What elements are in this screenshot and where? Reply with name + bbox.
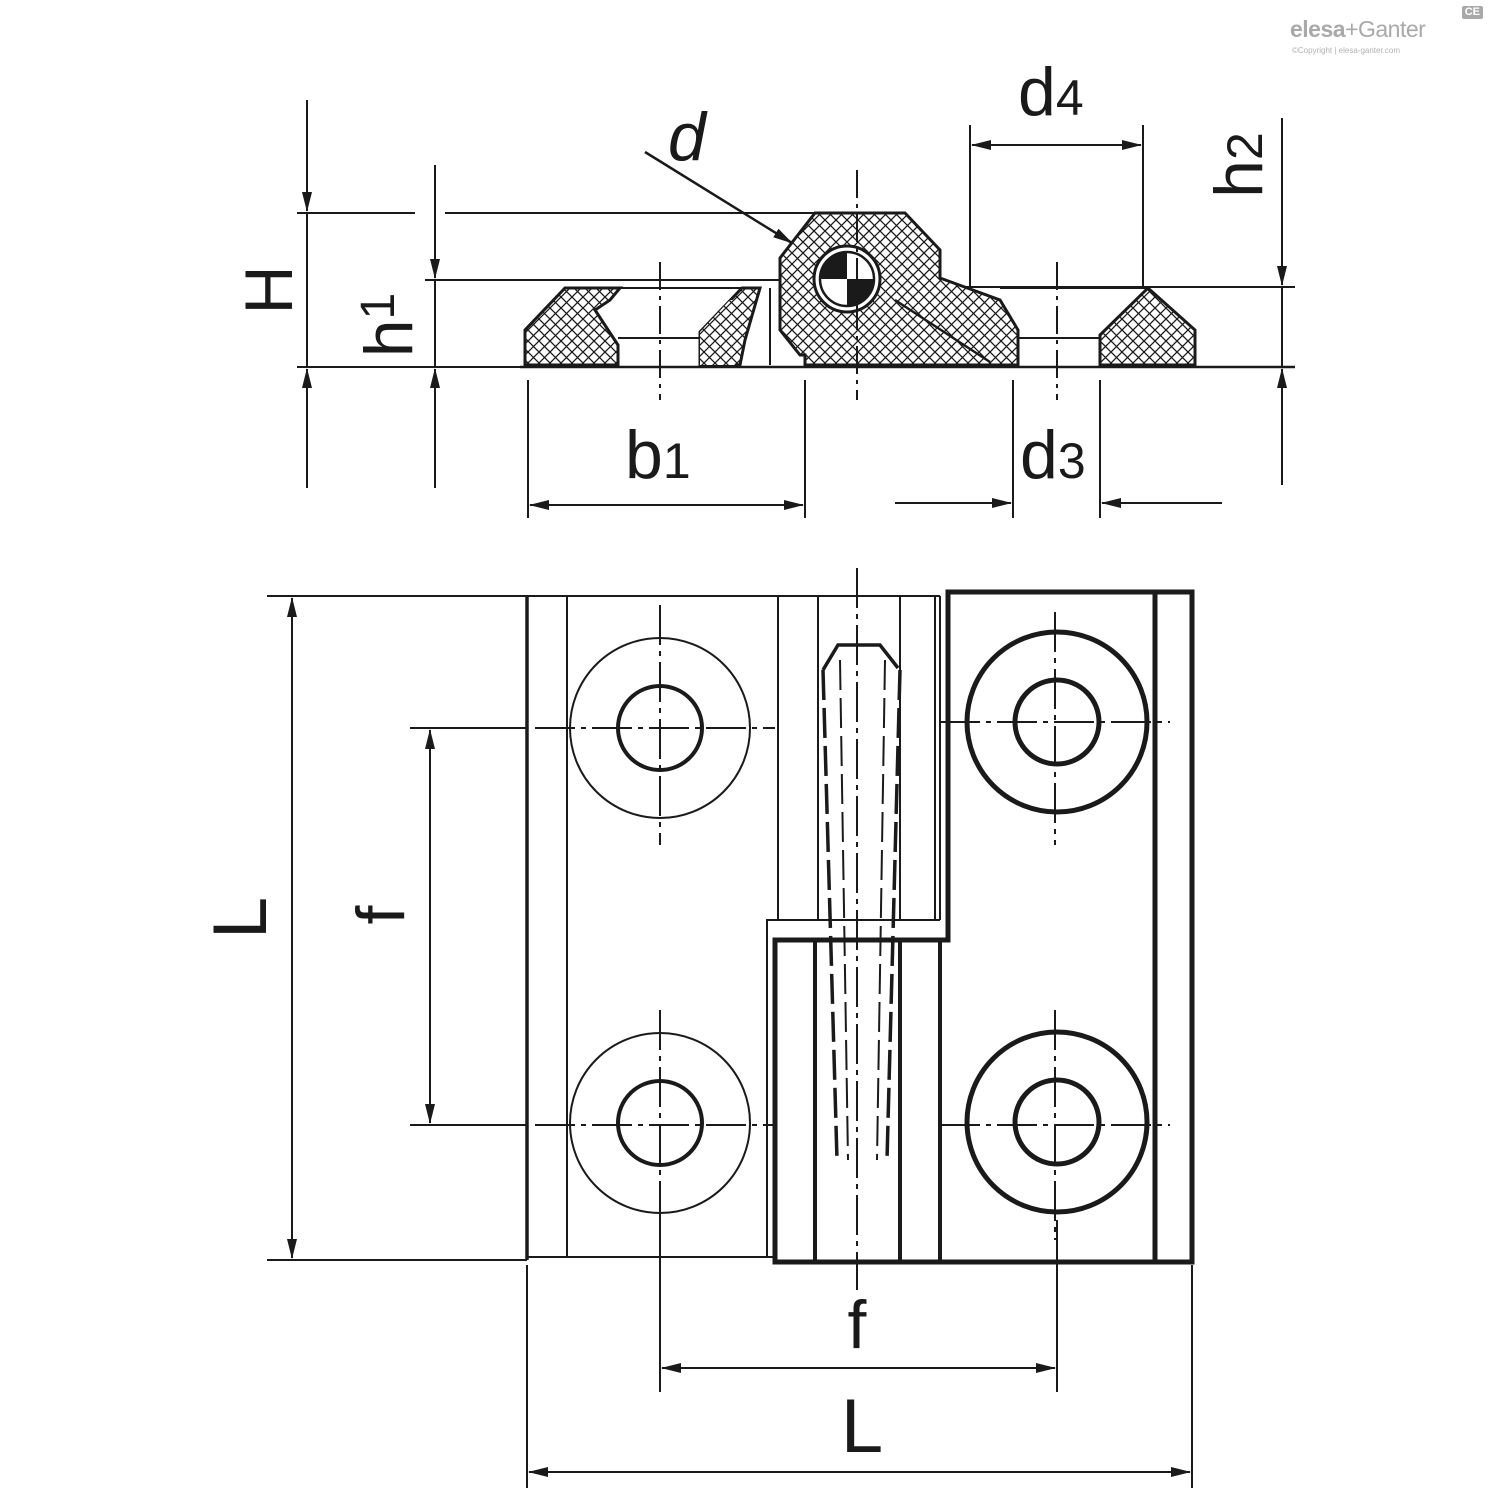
d-leader-ext	[894, 298, 991, 364]
label-d: d	[668, 99, 708, 175]
section-view	[297, 211, 1295, 369]
pin-hidden-left	[821, 669, 839, 1161]
label-d4: d4	[1018, 54, 1084, 130]
elesa-ganter-logo: elesa+Ganter ©Copyright | elesa-ganter.c…	[1290, 6, 1495, 56]
pin-hidden-tip	[821, 643, 900, 671]
logo-copyright: ©Copyright | elesa-ganter.com	[1292, 46, 1401, 55]
dim-L-horizontal	[526, 1265, 1193, 1488]
pin-hidden-right	[885, 669, 902, 1161]
logo-wordmark: elesa+Ganter	[1290, 16, 1426, 42]
label-L-vertical: L	[198, 897, 283, 939]
dim-d3	[895, 380, 1222, 518]
dim-b1	[527, 380, 806, 518]
label-d3: d3	[1020, 417, 1086, 493]
label-f-horizontal: f	[848, 1287, 867, 1363]
label-L-horizontal: L	[841, 1384, 883, 1469]
pin-center-symbol	[818, 250, 876, 308]
right-leaf-outer-right	[1098, 285, 1197, 367]
dim-d4	[969, 125, 1144, 287]
label-b1: b1	[625, 417, 691, 493]
pin-hidden-inner-r	[876, 659, 886, 1161]
label-h1: h1	[351, 293, 427, 358]
left-leaf-outer-left	[523, 286, 624, 367]
label-H: H	[231, 265, 307, 314]
dim-f-horizontal	[659, 1220, 1058, 1392]
section-centerlines	[659, 170, 1058, 400]
label-f-vertical: f	[343, 905, 419, 924]
plan-centerlines	[535, 568, 1170, 1290]
label-h2: h2	[1201, 132, 1277, 198]
right-leaf-outline	[772, 589, 1195, 1265]
left-leaf-inner-right-b	[700, 300, 745, 365]
pin-hidden-inner-l	[839, 659, 849, 1161]
d-leader-line	[644, 150, 793, 245]
ce-mark: CE	[1461, 6, 1483, 19]
left-knuckle-step	[766, 919, 940, 1257]
plan-view	[267, 589, 1195, 1265]
right-bottom-countersink	[964, 1029, 1150, 1215]
right-bottom-hole	[1012, 1077, 1102, 1167]
